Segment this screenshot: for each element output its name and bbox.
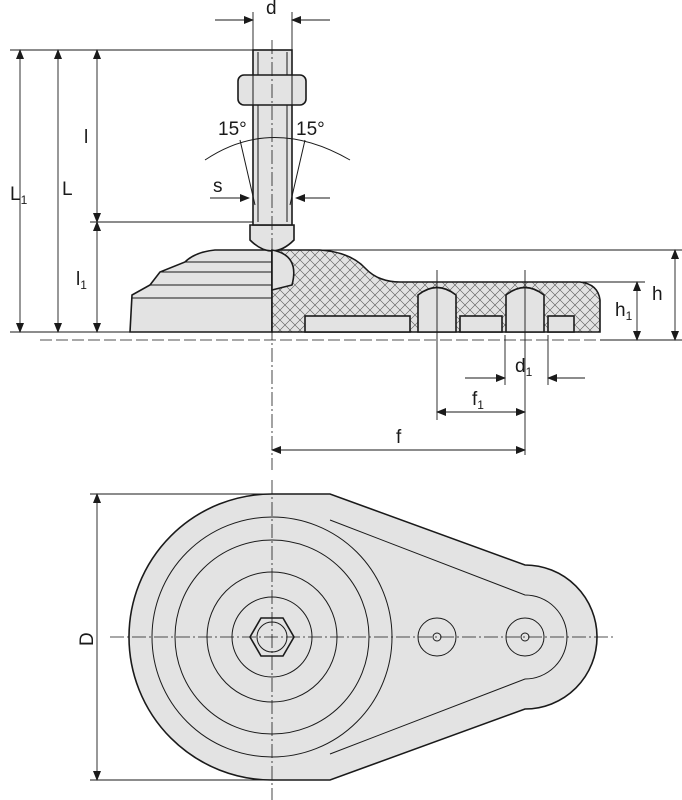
label-d: d xyxy=(266,0,277,19)
recess xyxy=(304,315,411,333)
ball-socket xyxy=(271,249,295,292)
nut-edges xyxy=(252,75,293,105)
base-exterior xyxy=(129,249,273,333)
top-view xyxy=(110,480,615,800)
label-d1: d1 xyxy=(515,356,533,379)
side-view xyxy=(40,40,601,470)
label-angle-right: 15° xyxy=(296,119,325,140)
extension-lines xyxy=(90,493,272,781)
label-D: D xyxy=(77,632,98,646)
label-h: h xyxy=(652,284,663,305)
label-L: L xyxy=(62,179,73,200)
label-h1: h1 xyxy=(615,300,633,323)
dimensions xyxy=(10,12,682,781)
swing-arc xyxy=(204,137,351,161)
label-angle-left: 15° xyxy=(218,119,247,140)
label-L1: L1 xyxy=(10,184,28,207)
recess xyxy=(459,315,503,333)
extension-lines xyxy=(10,12,293,333)
label-l: l xyxy=(84,127,88,148)
label-s: s xyxy=(213,176,223,197)
recess xyxy=(547,315,575,333)
label-f1: f1 xyxy=(472,389,484,412)
label-f: f xyxy=(396,427,402,448)
label-l1: l1 xyxy=(76,269,87,292)
inner-rim xyxy=(329,519,568,755)
extension-lines xyxy=(436,270,549,455)
extension-lines xyxy=(320,249,682,341)
swing-limit-lines xyxy=(239,139,306,206)
base-step-lines xyxy=(132,261,272,299)
